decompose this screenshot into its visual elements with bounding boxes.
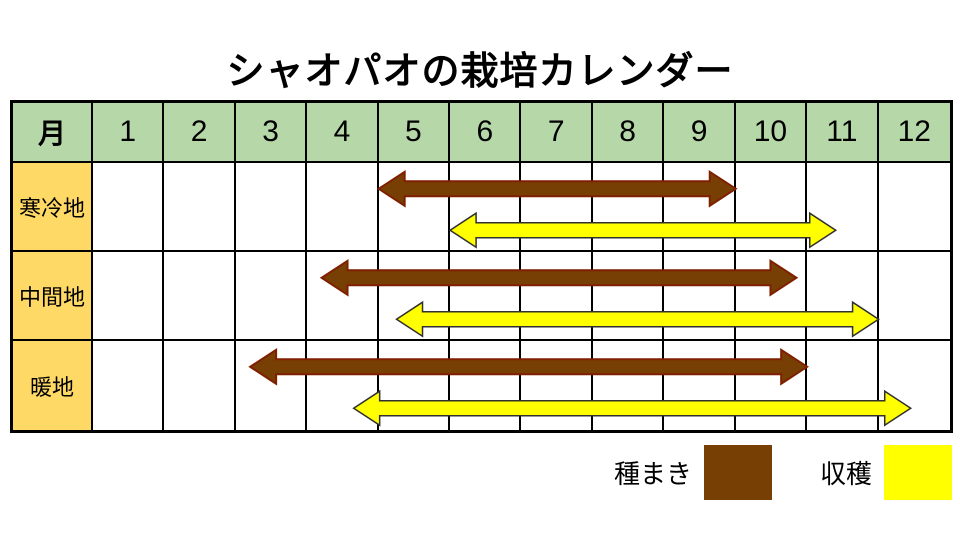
month-header-5: 5 <box>378 103 451 163</box>
calendar-cell-r3-m2 <box>164 341 236 430</box>
calendar-cell-r2-m10 <box>735 252 808 341</box>
calendar-cell-r2-m5 <box>378 252 451 341</box>
calendar-cell-r1-m10 <box>735 163 808 252</box>
legend: 種まき 収穫 <box>614 445 953 500</box>
month-header-8: 8 <box>592 103 665 163</box>
calendar-cell-r3-m3 <box>236 341 308 430</box>
month-header-12: 12 <box>878 103 950 163</box>
legend-harvest-label: 収穫 <box>820 459 873 489</box>
month-header-corner: 月 <box>13 103 93 163</box>
legend-harvest-swatch <box>884 445 953 500</box>
month-header-4: 4 <box>307 103 379 163</box>
month-header-1: 1 <box>93 103 165 163</box>
calendar-cell-r1-m9 <box>664 163 736 252</box>
month-header-9: 9 <box>664 103 736 163</box>
region-label-3: 暖地 <box>13 341 93 430</box>
calendar-cell-r2-m7 <box>521 252 593 341</box>
calendar-cell-r3-m1 <box>93 341 165 430</box>
calendar-cell-r2-m2 <box>164 252 236 341</box>
month-header-3: 3 <box>235 103 308 163</box>
region-label-1: 寒冷地 <box>13 163 93 252</box>
calendar-cell-r1-m4 <box>307 163 379 252</box>
calendar-cell-r3-m11 <box>807 341 879 430</box>
page-title: シャオパオの栽培カレンダー <box>226 51 734 93</box>
calendar-cell-r1-m11 <box>807 163 879 252</box>
calendar-cell-r3-m12 <box>879 341 950 430</box>
month-header-7: 7 <box>521 103 593 163</box>
calendar-cell-r3-m10 <box>736 341 808 430</box>
calendar-cell-r2-m11 <box>807 252 879 341</box>
calendar-cell-r2-m6 <box>450 252 522 341</box>
month-header-10: 10 <box>735 103 808 163</box>
calendar-cell-r1-m8 <box>592 163 665 252</box>
calendar-cell-r1-m7 <box>521 163 593 252</box>
month-header-11: 11 <box>807 103 879 163</box>
calendar-cell-r3-m7 <box>521 341 593 430</box>
calendar-cell-r3-m5 <box>379 341 451 430</box>
month-header-6: 6 <box>450 103 522 163</box>
calendar-cell-r3-m6 <box>450 341 522 430</box>
calendar-cell-r1-m12 <box>878 163 950 252</box>
calendar-cell-r1-m5 <box>378 163 451 252</box>
calendar-cell-r3-m4 <box>307 341 379 430</box>
calendar-cell-r3-m9 <box>664 341 736 430</box>
calendar-cell-r2-m9 <box>664 252 736 341</box>
month-header-2: 2 <box>164 103 236 163</box>
calendar-cell-r2-m8 <box>592 252 665 341</box>
region-label-2: 中間地 <box>13 252 93 341</box>
calendar-cell-r2-m3 <box>235 252 308 341</box>
calendar-cell-r2-m4 <box>307 252 379 341</box>
calendar-cell-r1-m3 <box>235 163 308 252</box>
calendar-cell-r1-m1 <box>93 163 165 252</box>
calendar-cell-r2-m1 <box>93 252 165 341</box>
legend-sowing-label: 種まき <box>614 459 693 489</box>
legend-sowing-swatch <box>704 445 773 500</box>
calendar-cell-r1-m6 <box>450 163 522 252</box>
calendar-cell-r2-m12 <box>878 252 950 341</box>
calendar-cell-r1-m2 <box>164 163 236 252</box>
calendar-cell-r3-m8 <box>593 341 665 430</box>
